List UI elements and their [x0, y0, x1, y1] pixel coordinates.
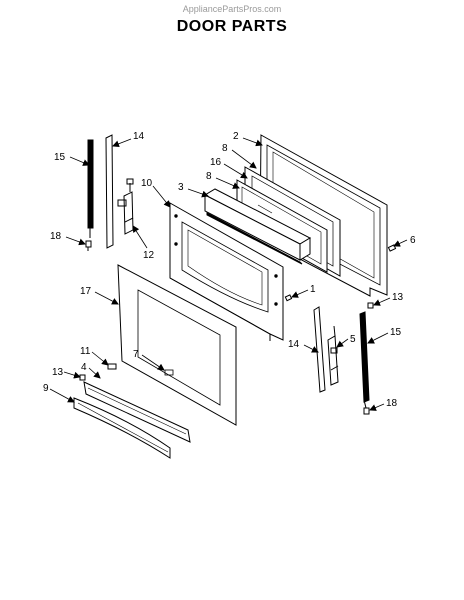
watermark: AppliancePartsPros.com [182, 4, 282, 14]
part-hinge-left [117, 178, 134, 235]
callout-1: 1 [310, 284, 316, 295]
part-hinge-right [327, 325, 339, 386]
part-screw-1 [284, 294, 293, 302]
part-door-side-trim-right [313, 306, 326, 393]
part-screw-left-bottom [79, 374, 86, 381]
callout-14-left: 14 [133, 131, 145, 142]
callout-8-lower: 8 [206, 171, 212, 182]
callout-17: 17 [80, 286, 92, 297]
callout-7: 7 [133, 349, 139, 360]
callout-18-left: 18 [50, 231, 62, 242]
callout-5: 5 [350, 334, 356, 345]
part-vent-trim [83, 381, 191, 443]
part-screw-left [85, 240, 92, 251]
callout-13-left: 13 [52, 367, 64, 378]
part-door-gasket-right [359, 311, 370, 409]
callout-3: 3 [178, 182, 184, 193]
part-door-handle [73, 397, 171, 459]
page-title: DOOR PARTS [176, 18, 288, 35]
callout-14-right: 14 [288, 339, 300, 350]
callout-18-right: 18 [386, 398, 398, 409]
part-outer-glass-panel [117, 264, 237, 426]
callout-9: 9 [43, 383, 49, 394]
part-screw-right [363, 407, 370, 415]
callout-6: 6 [410, 235, 416, 246]
callout-11: 11 [80, 346, 91, 357]
part-insulation [203, 188, 312, 265]
callout-labels: 2 8 16 8 3 10 14 15 18 12 6 13 1 17 14 5… [43, 131, 416, 409]
part-clip [107, 363, 117, 370]
callout-2: 2 [233, 131, 239, 142]
part-screw-right-top [367, 302, 374, 309]
callout-13-right: 13 [392, 292, 404, 303]
callout-12: 12 [143, 250, 155, 261]
callout-16: 16 [210, 157, 222, 168]
part-door-side-trim-left [105, 134, 114, 249]
callout-10: 10 [141, 178, 153, 189]
callout-15-left: 15 [54, 152, 66, 163]
part-door-gasket-left [87, 139, 94, 238]
part-inner-door-frame [169, 202, 284, 341]
callout-15-right: 15 [390, 327, 402, 338]
callout-leaders [49, 137, 408, 411]
callout-8-upper: 8 [222, 143, 228, 154]
callout-4: 4 [81, 362, 87, 373]
